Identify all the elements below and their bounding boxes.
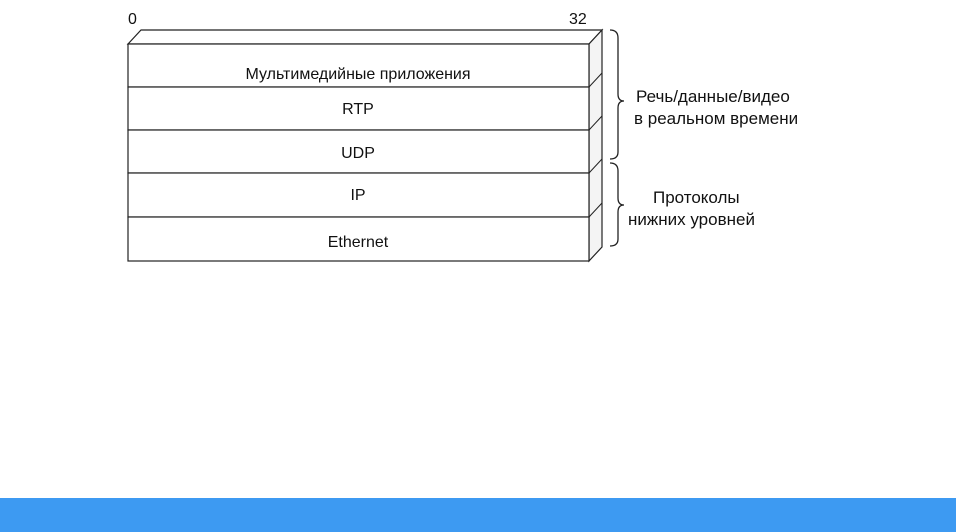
- stack-top-face: [126, 29, 604, 45]
- side-separator: [588, 115, 603, 131]
- layer-box-multimedia: [127, 43, 590, 88]
- footer-bar: [0, 498, 956, 532]
- layer-label-multimedia: Мультимедийные приложения: [245, 66, 470, 83]
- layer-label-rtp: RTP: [342, 101, 374, 118]
- layer-box-ip: [127, 172, 590, 218]
- group-label-realtime-line2: в реальном времени: [634, 109, 798, 128]
- scale-label-end: 32: [569, 11, 587, 28]
- side-separator: [588, 72, 603, 88]
- protocol-stack-diagram: 0 32 Мультимедийные приложения RTP UDP I…: [126, 11, 798, 263]
- brace-upper: [609, 29, 625, 160]
- side-separator: [588, 202, 603, 218]
- scale-label-start: 0: [128, 11, 137, 28]
- side-separator: [588, 158, 603, 174]
- layer-label-ip: IP: [350, 187, 365, 204]
- group-label-lower-line2: нижних уровней: [628, 210, 755, 229]
- stack-side-face: [588, 28, 603, 263]
- brace-lower: [609, 162, 625, 247]
- group-label-lower-line1: Протоколы: [653, 188, 740, 207]
- layer-label-udp: UDP: [341, 145, 375, 162]
- layer-label-ethernet: Ethernet: [328, 234, 389, 251]
- group-label-realtime-line1: Речь/данные/видео: [636, 87, 790, 106]
- layer-box-udp: [127, 129, 590, 174]
- layer-box-ethernet: [127, 216, 590, 262]
